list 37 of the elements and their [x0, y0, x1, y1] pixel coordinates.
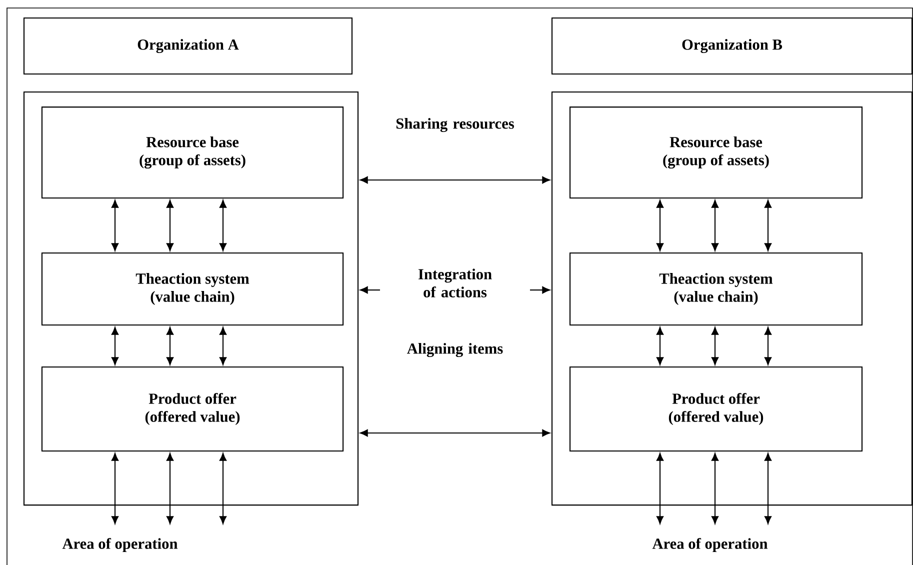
arrow [166, 452, 174, 524]
process-box: Resource base (group of assets) [41, 106, 344, 199]
arrow [219, 200, 227, 252]
arrow [711, 200, 719, 252]
process-box: Theaction system (value chain) [569, 252, 863, 326]
process-box: Product offer (offered value) [41, 366, 344, 452]
arrow [166, 200, 174, 252]
arrow [764, 200, 772, 252]
process-box: Product offer (offered value) [569, 366, 863, 452]
edge-label: Aligning items [407, 343, 503, 358]
arrow [219, 452, 227, 524]
arrow [360, 429, 550, 437]
organization-box: Organization A [23, 17, 353, 75]
process-box: Theaction system (value chain) [41, 252, 344, 326]
arrow [656, 326, 664, 366]
arrow [764, 452, 772, 524]
arrow [111, 452, 119, 524]
edge-label: Sharing resources [396, 118, 514, 132]
arrow [219, 326, 227, 366]
arrow [111, 326, 119, 366]
arrow [656, 452, 664, 524]
area-label: Area of operation [652, 538, 768, 552]
arrow [711, 326, 719, 366]
organization-box: Organization B [551, 17, 913, 75]
arrow [711, 452, 719, 524]
organization-container [23, 91, 359, 506]
process-box: Resource base (group of assets) [569, 106, 863, 199]
arrow [764, 326, 772, 366]
arrow [530, 286, 550, 294]
arrow [656, 200, 664, 252]
arrow [360, 286, 380, 294]
note-label: Integration of actions [418, 268, 492, 298]
arrow [166, 326, 174, 366]
organization-container [551, 91, 913, 506]
arrow [111, 200, 119, 252]
arrow [360, 176, 550, 184]
area-label: Area of operation [62, 538, 178, 552]
